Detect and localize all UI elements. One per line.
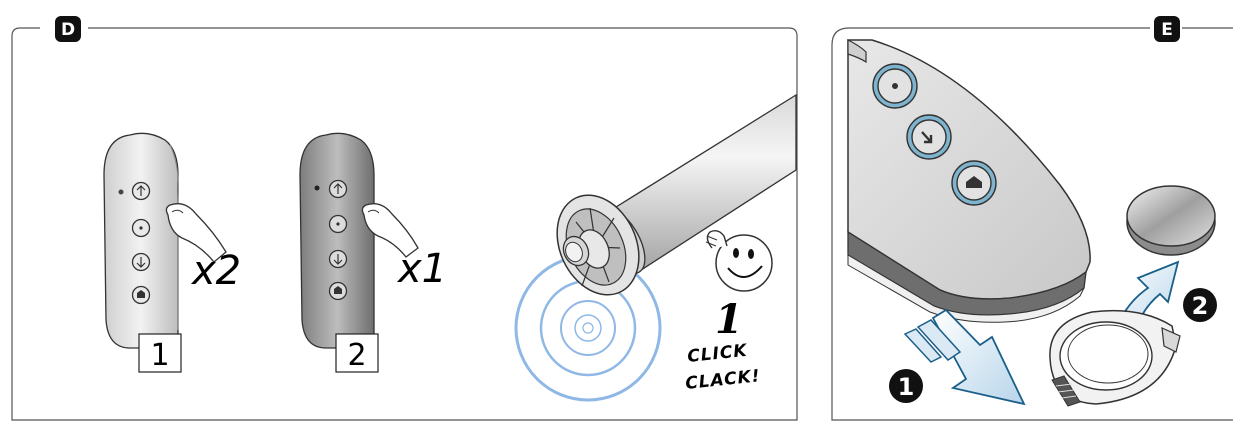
sound-text-click: CLICK xyxy=(686,341,749,367)
remote-light-body xyxy=(104,133,178,348)
remote-closeup xyxy=(848,40,1090,322)
step-badge-2-text: 2 xyxy=(1192,292,1209,320)
smiley-face-icon xyxy=(706,231,772,291)
remote-step-1: x2 1 xyxy=(104,133,241,373)
panel-d: D x2 1 xyxy=(12,16,797,420)
step-badge-1-text: 1 xyxy=(898,373,915,401)
panel-d-label: D xyxy=(61,20,75,40)
slide-arrow-icon xyxy=(905,310,1024,404)
led-indicator xyxy=(315,186,320,191)
remote-dark-body xyxy=(300,133,374,348)
press-count-x2: x2 xyxy=(190,248,241,294)
battery-icon xyxy=(1127,186,1215,255)
sound-text-clack: CLACK! xyxy=(684,366,761,394)
remote-step-2: x1 2 xyxy=(300,133,447,373)
panel-e: E 1 xyxy=(832,16,1233,420)
led-indicator xyxy=(119,190,124,195)
battery-holder-icon xyxy=(1050,311,1180,406)
step-number-1: 1 xyxy=(150,338,169,373)
step-number-2: 2 xyxy=(347,338,366,373)
panel-e-label: E xyxy=(1161,20,1173,40)
click-count: 1 xyxy=(715,296,743,343)
press-count-x1: x1 xyxy=(396,246,447,292)
